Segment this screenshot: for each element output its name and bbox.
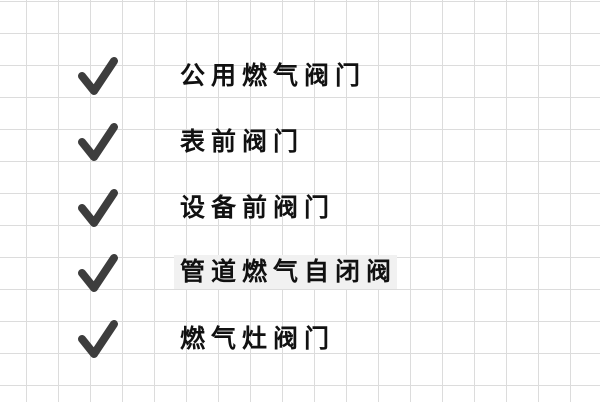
checklist-item: 公用燃气阀门 [0, 56, 600, 96]
checkmark-icon [78, 123, 118, 161]
checkmark-icon [78, 189, 118, 227]
checklist-item-label: 公用燃气阀门 [180, 61, 367, 90]
checkmark-icon [78, 57, 118, 95]
checklist-item: 设备前阀门 [0, 188, 600, 228]
checklist-item: 管道燃气自闭阀 [0, 253, 600, 293]
checklist-item-label-highlighted: 管道燃气自闭阀 [174, 255, 398, 289]
checklist-item: 燃气灶阀门 [0, 319, 600, 359]
checkmark-icon [78, 320, 118, 358]
checkmark-icon [78, 254, 118, 292]
checklist-item-label: 燃气灶阀门 [180, 324, 336, 353]
checklist-item-label: 表前阀门 [180, 127, 305, 156]
checklist-item-label: 设备前阀门 [180, 193, 336, 222]
checklist-item: 表前阀门 [0, 122, 600, 162]
